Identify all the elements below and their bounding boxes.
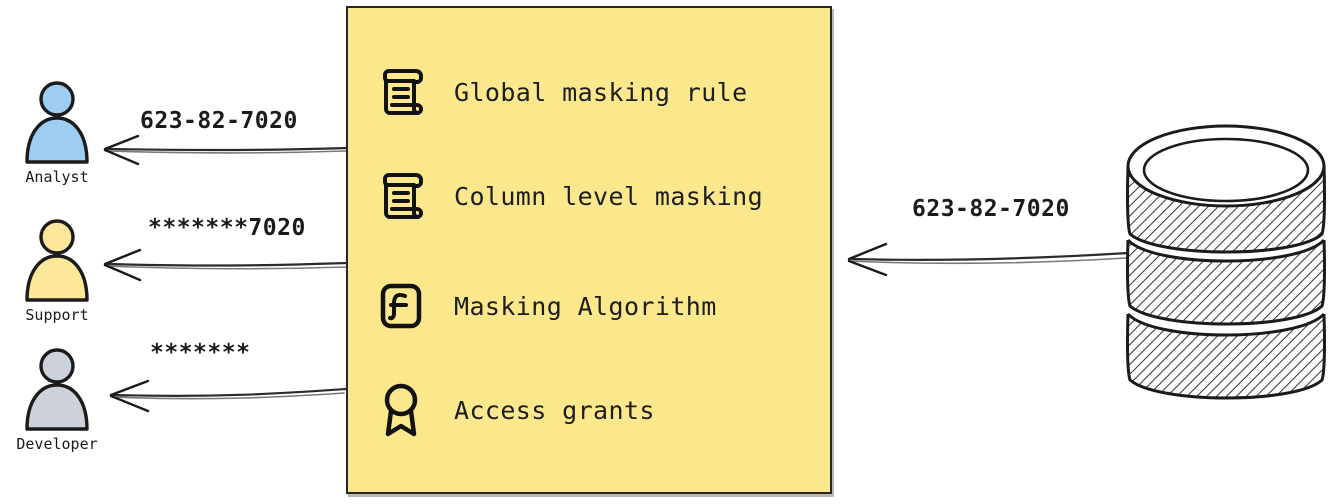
policy-row-label: Masking Algorithm bbox=[454, 291, 717, 321]
flow-value-developer: ******* bbox=[150, 340, 251, 366]
person-icon bbox=[25, 348, 89, 431]
flow-value-source: 623-82-7020 bbox=[912, 196, 1070, 222]
flow-value-analyst: 623-82-7020 bbox=[140, 108, 298, 134]
database-icon bbox=[1126, 124, 1326, 400]
scroll-icon bbox=[374, 63, 428, 121]
policy-row-label: Access grants bbox=[454, 395, 655, 425]
policy-row-column-level-masking[interactable]: Column level masking bbox=[374, 164, 814, 228]
actor-label: Analyst bbox=[25, 168, 89, 186]
policy-row-label: Global masking rule bbox=[454, 77, 748, 107]
award-icon bbox=[374, 381, 428, 439]
arrow-left-icon bbox=[847, 242, 1130, 277]
actor-analyst[interactable]: Analyst bbox=[2, 78, 112, 186]
function-icon bbox=[374, 277, 428, 335]
scroll-icon bbox=[374, 167, 428, 225]
policy-row-global-masking-rule[interactable]: Global masking rule bbox=[374, 60, 814, 124]
policy-row-label: Column level masking bbox=[454, 181, 764, 211]
masking-policy-panel: Global masking rule Column level masking bbox=[346, 6, 832, 494]
person-icon bbox=[25, 81, 89, 164]
policy-row-masking-algorithm[interactable]: Masking Algorithm bbox=[374, 274, 814, 338]
arrow-left-icon bbox=[103, 134, 350, 166]
actor-label: Developer bbox=[16, 435, 98, 453]
actor-support[interactable]: Support bbox=[2, 216, 112, 324]
actor-label: Support bbox=[25, 306, 89, 324]
person-icon bbox=[25, 219, 89, 302]
panel-background bbox=[346, 6, 832, 494]
actor-developer[interactable]: Developer bbox=[2, 345, 112, 453]
arrow-left-icon bbox=[109, 379, 348, 413]
flow-value-support: *******7020 bbox=[148, 215, 306, 241]
policy-row-access-grants[interactable]: Access grants bbox=[374, 378, 814, 442]
arrow-left-icon bbox=[103, 248, 350, 282]
